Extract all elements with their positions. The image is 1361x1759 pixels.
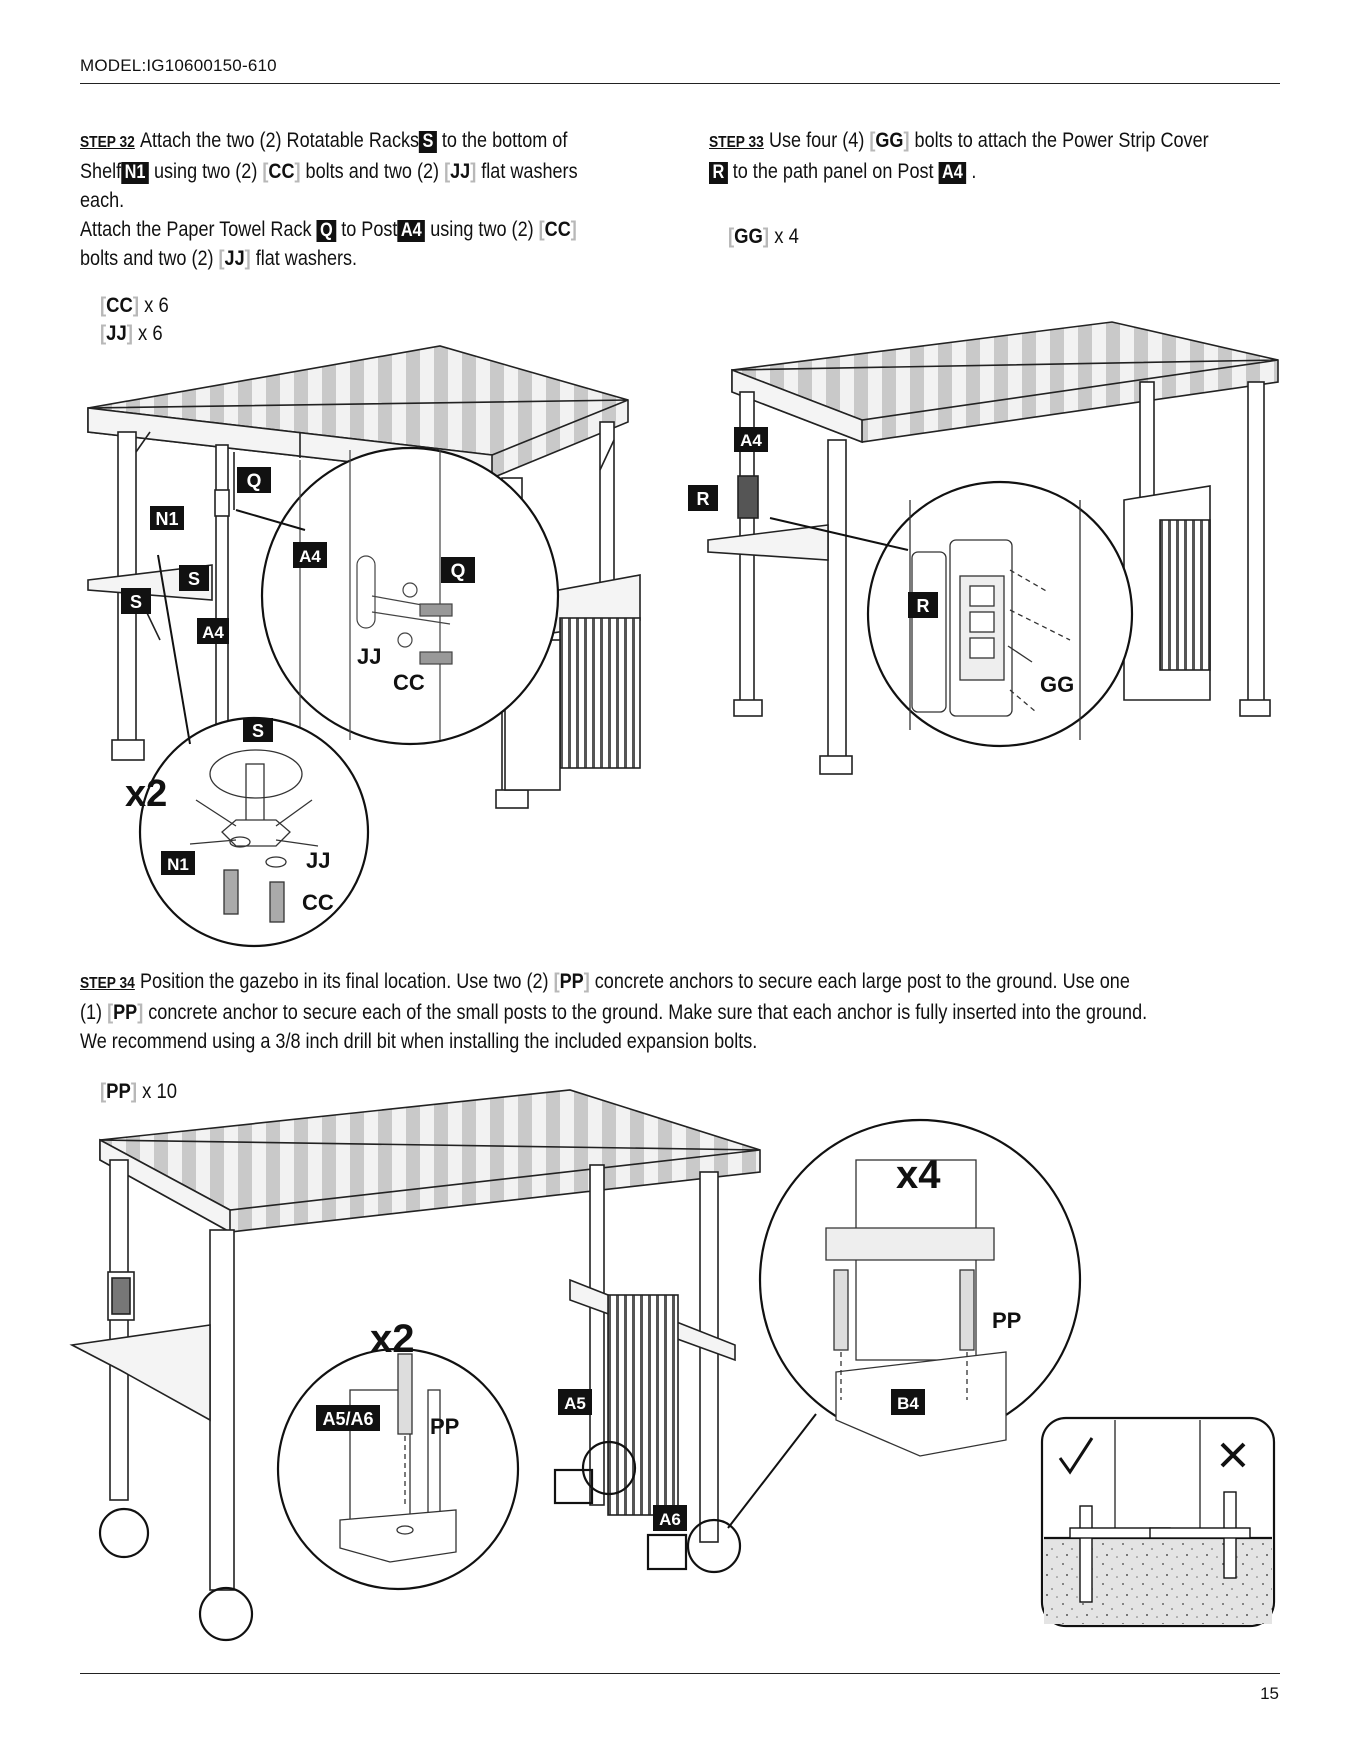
qty-jj: [JJ] x 6 [100, 322, 163, 345]
step34-gazebo-drawing [69, 1089, 761, 1591]
label-n1-text: N1 [155, 509, 178, 529]
step32-detail-a4-content [299, 450, 453, 740]
foot-circle-a5 [581, 1440, 637, 1496]
label-s-b [121, 588, 151, 614]
label-q-text: Q [247, 471, 262, 492]
part-code-gg: GG [875, 129, 904, 152]
part-tag-s: S [419, 131, 437, 153]
step32-label: STEP 32 [80, 134, 135, 151]
label-n1 [150, 506, 184, 530]
part-tag-n1: N1 [121, 162, 149, 184]
qty-gg: [GG] x 4 [728, 225, 799, 248]
part-tag-q: Q [316, 220, 337, 242]
qty-pp: [PP] x 10 [100, 1080, 178, 1103]
step32-detail-rack-content [189, 749, 319, 923]
label-a4-detail-text: A4 [299, 547, 321, 566]
label-s-b-text: S [130, 592, 142, 612]
label-a5-text: A5 [564, 1394, 586, 1413]
part-code-cc: CC [268, 160, 295, 183]
label-r-33-text: R [697, 489, 710, 509]
foot-box-a6 [646, 1533, 688, 1571]
label-r-detail [908, 592, 938, 618]
label-a4-33-text: A4 [740, 431, 762, 450]
step33-gazebo-drawing [707, 321, 1279, 775]
label-r-detail-text: R [917, 596, 930, 616]
step33-arrow [769, 517, 909, 551]
step34-foot-callouts [98, 1440, 742, 1642]
label-q [237, 467, 271, 493]
label-a6 [653, 1505, 687, 1531]
label-pp-small: PP [430, 1414, 459, 1439]
label-pp-large: PP [992, 1308, 1021, 1333]
label-n1-rack [161, 851, 195, 875]
label-a4-33 [734, 427, 768, 452]
header-rule [80, 83, 1280, 84]
label-x4-post: x4 [896, 1153, 941, 1197]
label-jj-detail: JJ [357, 644, 381, 669]
label-gg-detail: GG [1040, 672, 1074, 697]
part-code-pp: PP [559, 970, 584, 993]
footer-rule [80, 1673, 1280, 1674]
label-cc-detail: CC [393, 670, 425, 695]
model-number: MODEL:IG10600150-610 [80, 56, 277, 75]
part-tag-r: R [709, 162, 728, 184]
label-x2-post: x2 [370, 1317, 415, 1361]
qty-cc: [CC] x 6 [100, 294, 169, 317]
label-s-a [179, 565, 209, 591]
anchor-inset [1040, 1416, 1276, 1628]
part-tag-a4: A4 [397, 220, 426, 242]
step34-label: STEP 34 [80, 975, 135, 992]
part-code-jj: JJ [450, 160, 471, 183]
label-a5 [558, 1389, 592, 1415]
label-s-rack-text: S [252, 721, 264, 741]
step34-arrow [727, 1413, 817, 1529]
label-a4-post [197, 618, 229, 644]
label-jj-rack: JJ [306, 848, 330, 873]
foot-box-a5 [553, 1468, 594, 1505]
part-tag-a4: A4 [938, 162, 967, 184]
label-cc-rack: CC [302, 890, 334, 915]
label-a4-post-text: A4 [202, 623, 224, 642]
label-a6-text: A6 [659, 1510, 681, 1529]
step32-arrows [157, 509, 306, 745]
label-b4 [891, 1389, 925, 1415]
step32-detail-a4 [260, 446, 560, 746]
label-x2-rack: x2 [125, 773, 167, 815]
label-a5a6-text: A5/A6 [322, 1409, 373, 1429]
label-a5a6 [316, 1405, 380, 1431]
label-r-33 [688, 485, 718, 511]
label-q-detail-text: Q [451, 561, 466, 582]
label-n1-rack-text: N1 [167, 855, 189, 874]
label-a4-detail [293, 542, 327, 568]
label-s-a-text: S [188, 569, 200, 589]
page-number: 15 [1260, 1684, 1279, 1703]
foot-circle-back [686, 1518, 742, 1574]
foot-circle-front-right [198, 1586, 254, 1642]
label-b4-text: B4 [897, 1394, 919, 1413]
step33-label: STEP 33 [709, 134, 764, 151]
foot-circle-front-left [98, 1507, 150, 1559]
label-q-detail [441, 557, 475, 583]
label-s-rack [243, 718, 273, 742]
